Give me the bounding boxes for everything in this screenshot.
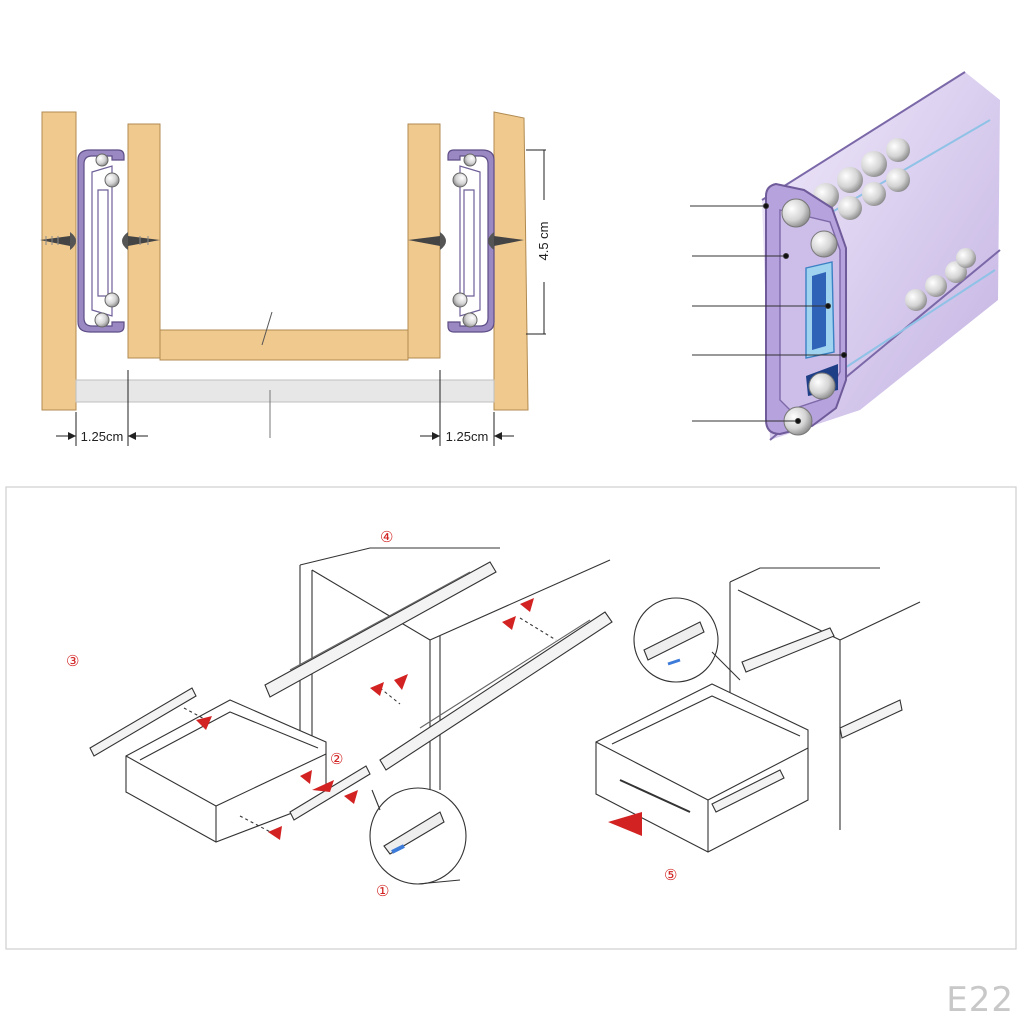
cabinet-side-left <box>41 111 77 411</box>
cabinet-side-right <box>493 111 529 411</box>
rail-left <box>40 149 160 333</box>
step-4-label: ④ <box>380 529 393 546</box>
ball-bearings-bottom <box>905 248 976 311</box>
rail-right <box>447 149 495 333</box>
step-2-label: ② <box>330 751 343 768</box>
height-label: 4.5 cm <box>536 221 551 260</box>
screw-icon <box>40 232 76 250</box>
installation-panel-frame <box>5 486 1017 950</box>
drawer-bottom <box>159 329 409 361</box>
callout-lines <box>690 203 847 424</box>
detail-magnifier-release <box>369 787 467 885</box>
bottom-shelf <box>75 379 495 403</box>
drawer-box-right <box>595 683 809 853</box>
drawer-slide-right-part <box>289 765 371 821</box>
step-1-label: ① <box>376 883 389 900</box>
rail-cutaway-view <box>690 71 1001 441</box>
gap-right-label: 1.25cm <box>446 429 489 444</box>
red-arrow-markers <box>196 598 642 840</box>
step-3-label: ③ <box>66 653 79 670</box>
gap-left-label: 1.25cm <box>81 429 124 444</box>
gap-dimension-right: 1.25cm <box>420 370 514 446</box>
height-dimension: 4.5 cm <box>526 149 551 335</box>
product-code: E22 <box>946 980 1014 1020</box>
drawer-slide-left-part <box>89 687 197 757</box>
cabinet-slide-upper <box>264 561 497 698</box>
detail-magnifier-lock <box>633 597 741 683</box>
screw-icon <box>408 232 446 250</box>
drawer-box-left <box>125 699 327 843</box>
screw-icon <box>122 232 160 250</box>
screw-icon <box>488 232 524 250</box>
cross-section-view: 4.5 cm 1.25cm 1.25cm <box>40 111 551 446</box>
installation-steps <box>89 547 921 885</box>
step-5-label: ⑤ <box>664 867 677 884</box>
cabinet-slide-lower <box>379 611 613 771</box>
gap-dimension-left: 1.25cm <box>56 370 148 446</box>
